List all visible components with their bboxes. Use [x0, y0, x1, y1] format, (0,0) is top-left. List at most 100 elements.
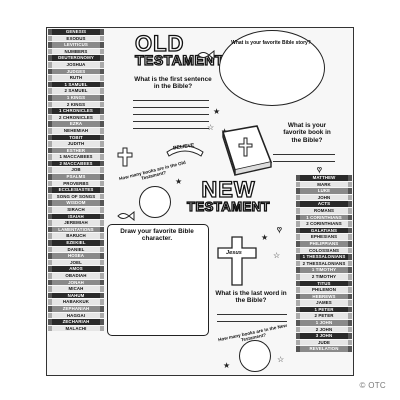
book-spine: EPHESIANS	[296, 234, 352, 240]
book-spine: JUDITH	[48, 141, 104, 147]
book-spine: 2 THESSALONIANS	[296, 260, 352, 267]
book-spine: 1 CHRONICLES	[48, 108, 104, 114]
new-title-word: NEW	[201, 177, 256, 202]
book-spine: 2 TIMOTHY	[296, 273, 352, 280]
book-spine: SONG OF SONGS	[48, 193, 104, 200]
last-word-prompt: What is the last word in the Bible?	[215, 290, 287, 305]
bible-book-icon	[221, 125, 273, 176]
book-spine: ROMANS	[296, 207, 352, 214]
book-spine: BARUCH	[48, 233, 104, 239]
star-icon: ★	[175, 177, 183, 186]
new-testament-title: NEW TESTAMENT	[186, 177, 270, 214]
book-spine: DANIEL	[48, 246, 104, 253]
favorite-story-oval	[219, 30, 325, 106]
star-icon: ★	[223, 361, 231, 370]
book-spine: 1 KINGS	[48, 94, 104, 101]
book-spine: ACTS	[296, 201, 352, 207]
book-spine: 1 PETER	[296, 306, 352, 313]
favorite-character-prompt: Draw your favorite Bible character.	[120, 228, 194, 243]
book-spine: JONAH	[48, 279, 104, 286]
book-spine: AMOS	[48, 266, 104, 272]
first-sentence-prompt: What is the first sentence in the Bible?	[134, 76, 212, 91]
book-spine: JOHN	[296, 194, 352, 201]
book-spine: 1 MACCABEES	[48, 154, 104, 160]
fish-icon	[117, 211, 135, 221]
heart-icon: ♥	[277, 225, 283, 234]
book-spine: 1 THESSALONIANS	[296, 254, 352, 260]
book-spine: RUTH	[48, 75, 104, 81]
book-spine: TITUS	[296, 280, 352, 287]
book-spine: JEREMIAH	[48, 220, 104, 226]
book-spine: 2 SAMUEL	[48, 88, 104, 94]
favorite-book-lines	[273, 154, 335, 162]
book-spine: JUDGES	[48, 68, 104, 75]
heart-icon: ♥	[317, 165, 323, 174]
book-spine: HOSEA	[48, 253, 104, 259]
book-spine: 2 JOHN	[296, 326, 352, 333]
book-spine: LEVITICUS	[48, 42, 104, 48]
favorite-book-prompt: What is your favorite book in the Bible?	[283, 122, 331, 144]
book-spine: 1 SAMUEL	[48, 81, 104, 88]
book-spine: 2 CORINTHIANS	[296, 221, 352, 227]
believe-banner-icon	[166, 145, 204, 157]
star-icon: ★	[213, 107, 221, 116]
book-spine: PROVERBS	[48, 180, 104, 187]
book-spine: WISDOM	[48, 200, 104, 207]
star-icon: ☆	[207, 123, 215, 132]
book-spine: EZEKIEL	[48, 240, 104, 246]
book-spine: JUDE	[296, 339, 352, 346]
book-spine: EXODUS	[48, 35, 104, 42]
book-spine: MICAH	[48, 286, 104, 292]
book-spine: JOSHUA	[48, 61, 104, 68]
book-spine: 1 JOHN	[296, 320, 352, 326]
jesus-cross-icon	[217, 236, 257, 286]
last-word-lines	[217, 314, 287, 322]
book-spine: ECCLESIASTES	[48, 187, 104, 193]
book-spine: LUKE	[296, 188, 352, 194]
first-sentence-lines	[133, 100, 209, 129]
star-icon: ★	[261, 233, 269, 242]
book-spine: HABAKKUK	[48, 299, 104, 305]
book-spine: JOEL	[48, 259, 104, 266]
book-spine: SIRACH	[48, 207, 104, 213]
star-icon: ☆	[277, 355, 285, 364]
book-spine: LAMENTATIONS	[48, 226, 104, 233]
book-spine: 2 KINGS	[48, 101, 104, 108]
book-spine: JAMES	[296, 300, 352, 306]
book-spine: ZEPHANIAH	[48, 305, 104, 312]
favorite-character-box	[107, 224, 209, 336]
cross-icon	[117, 147, 133, 167]
book-spine: EZRA	[48, 121, 104, 127]
book-spine: COLOSSIANS	[296, 247, 352, 254]
book-spine: GALATIANS	[296, 227, 352, 234]
book-spine: JOB	[48, 167, 104, 174]
star-icon: ☆	[273, 251, 281, 260]
book-spine: REVELATION	[296, 346, 352, 353]
book-spine: ISAIAH	[48, 213, 104, 220]
book-spine: NAHUM	[48, 292, 104, 299]
book-spine: MARK	[296, 181, 352, 188]
book-spine: OBADIAH	[48, 272, 104, 279]
new-title-sub: TESTAMENT	[186, 198, 270, 214]
book-spine: PSALMS	[48, 174, 104, 180]
book-spine: NEHEMIAH	[48, 127, 104, 134]
book-spine: 2 MACCABEES	[48, 160, 104, 167]
book-spine: ESTHER	[48, 147, 104, 154]
book-spine: PHILEMON	[296, 287, 352, 293]
book-spine: GENESIS	[48, 29, 104, 35]
old-count-circle	[139, 186, 171, 218]
book-spine: TOBIT	[48, 134, 104, 141]
book-spine: HEBREWS	[296, 293, 352, 300]
book-spine: ZECHARIAH	[48, 319, 104, 325]
book-spine: PHILIPPIANS	[296, 240, 352, 247]
old-title-word: OLD	[134, 31, 185, 56]
fish-icon	[197, 50, 215, 60]
book-spine: 1 TIMOTHY	[296, 267, 352, 273]
book-spine: NUMBERS	[48, 48, 104, 55]
book-spine: 2 CHRONICLES	[48, 114, 104, 121]
book-spine: 3 JOHN	[296, 333, 352, 339]
book-spine: DEUTERONOMY	[48, 55, 104, 61]
book-spine: MATTHEW	[296, 175, 352, 181]
